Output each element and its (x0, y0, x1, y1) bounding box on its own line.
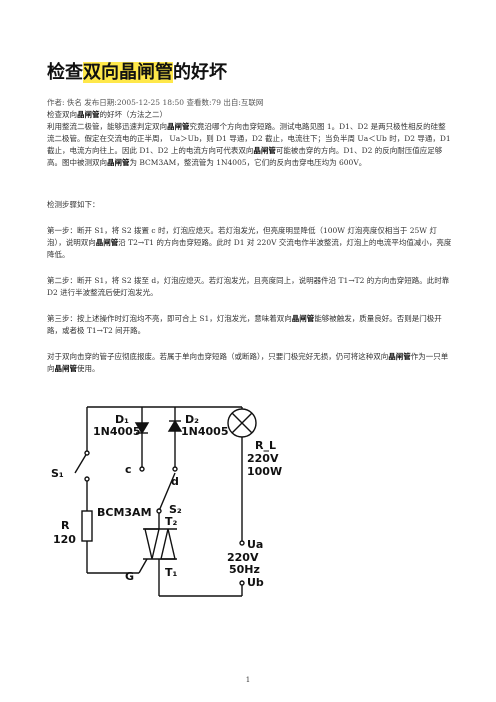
c-label: c (125, 463, 132, 476)
resistor-value-label: 120 (53, 533, 76, 546)
d1-part-label: 1N4005 (93, 425, 140, 438)
step-2: 第二步：断开 S1，将 S2 拨至 d，灯泡应熄灭。若灯泡发光，且亮度同上，说明… (47, 276, 450, 297)
s1-label: S₁ (51, 467, 64, 480)
steps-title: 检测步骤如下： (47, 200, 100, 209)
ub-label: Ub (247, 576, 264, 589)
title-highlight: 双向晶闸管 (83, 62, 173, 83)
article-meta: 作者: 佚名 发布日期:2005-12-25 18:50 查看数:79 出自:互… (47, 98, 264, 107)
resistor-name-label: R (61, 519, 70, 532)
closing-paragraph: 对于双向击穿的管子应彻底报废。若属于单向击穿短路（或断路），只要门极完好无损，仍… (47, 352, 449, 373)
t2-label: T₂ (165, 515, 178, 528)
intro-paragraph: 检查双向晶闸管的好坏（方法之二） 利用整流二极管，能够迅速判定双向晶闸管究竟沿哪… (47, 110, 451, 167)
supply-voltage-label: 220V (227, 551, 259, 564)
page-number: 1 (245, 676, 251, 684)
d2-part-label: 1N4005 (181, 425, 228, 438)
d-terminal-label: d (171, 475, 179, 488)
supply-frequency-label: 50Hz (229, 563, 260, 576)
rl-wattage-label: 100W (247, 465, 282, 478)
t1-label: T₁ (165, 566, 178, 579)
step-1: 第一步：断开 S1，将 S2 拨置 c 时，灯泡应熄灭。若灯泡发光，但亮度明显降… (47, 226, 452, 259)
test-circuit-diagram: D₁ 1N4005 D₂ 1N4005 R_L 220V 100W S₁ c d… (51, 406, 282, 597)
d2-label: D₂ (185, 413, 199, 426)
title-pre: 检查 (47, 62, 83, 83)
gate-label: G (125, 570, 134, 583)
title-post: 的好坏 (173, 62, 227, 83)
d1-label: D₁ (115, 413, 129, 426)
s2-label: S₂ (169, 503, 182, 516)
ua-label: Ua (247, 538, 263, 551)
step-3: 第三步：按上述操作时灯泡均不亮，即可合上 S1，灯泡发光，意味着双向晶闸管能够被… (47, 314, 442, 335)
page-title: 检查双向晶闸管的好坏 (47, 58, 227, 84)
rl-label: R_L (255, 439, 276, 452)
triac-model-label: BCM3AM (97, 506, 152, 519)
rl-voltage-label: 220V (247, 452, 279, 465)
